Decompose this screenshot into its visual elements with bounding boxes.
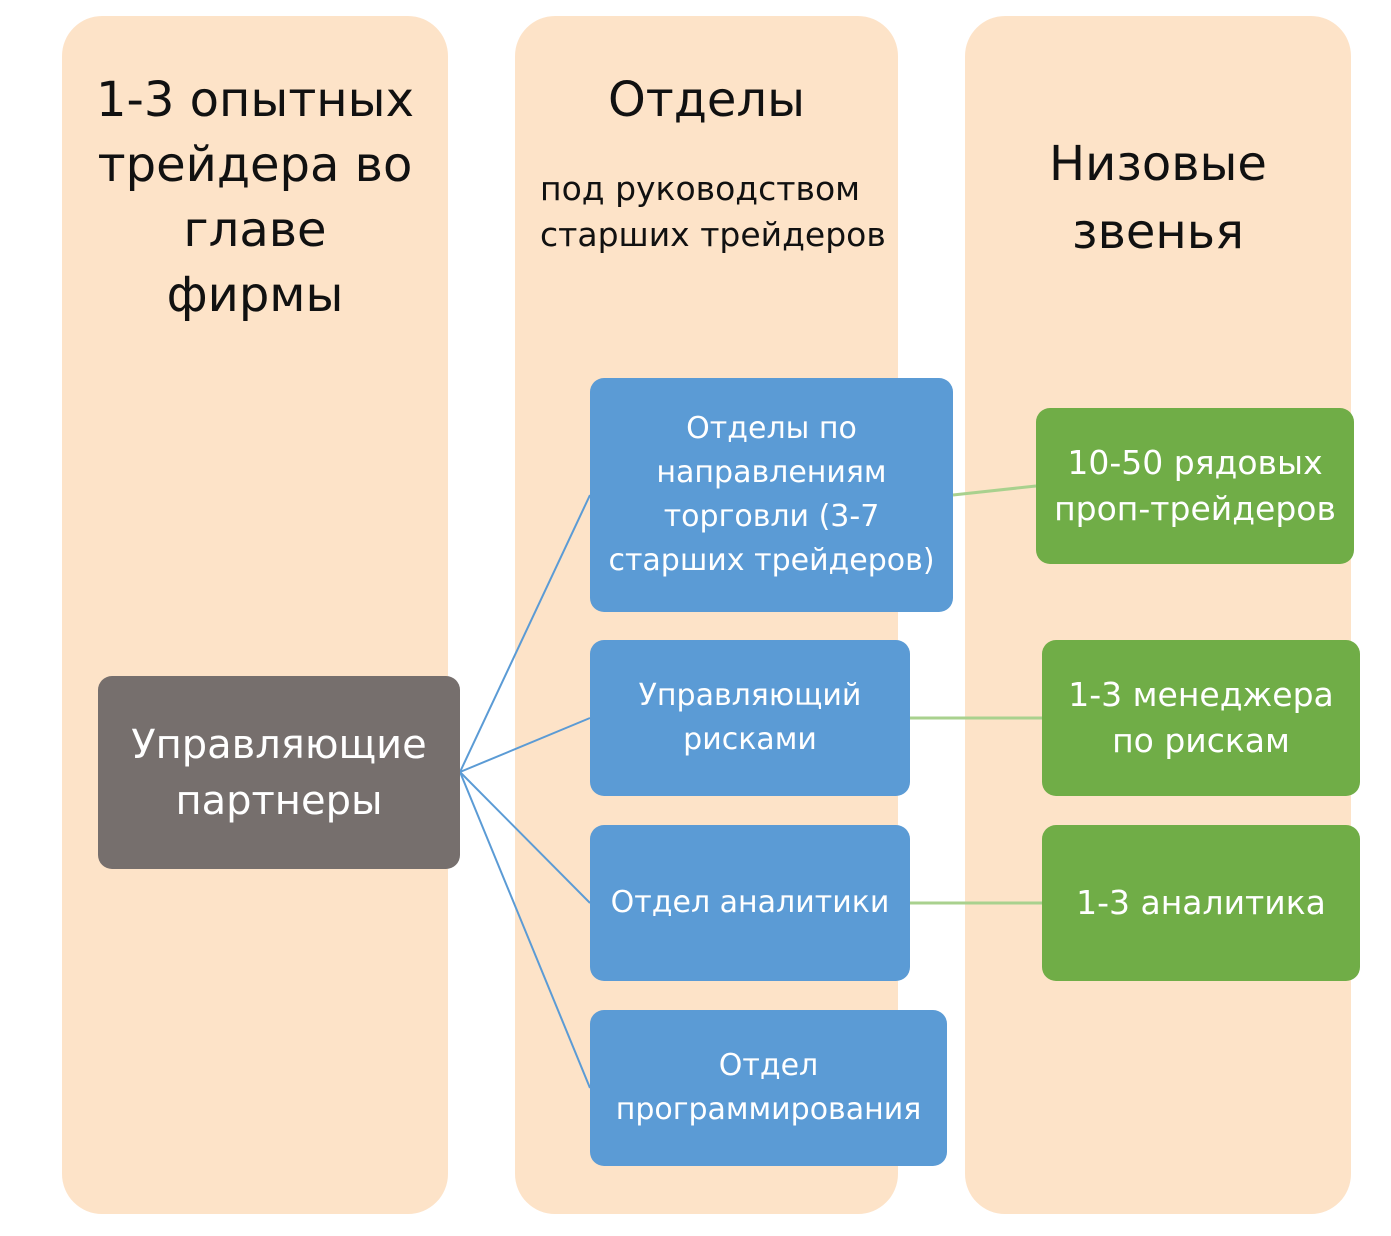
node-prop-traders: 10-50 рядовых проп-трейдеров bbox=[1036, 408, 1354, 564]
connector-partners-trading bbox=[459, 494, 591, 773]
connector-trading-traders bbox=[952, 484, 1037, 497]
node-trading-departments: Отделы по направлениям торговли (3-7 ста… bbox=[590, 378, 953, 612]
node-programming-department: Отдел программирования bbox=[590, 1010, 947, 1166]
node-analytics-department: Отдел аналитики bbox=[590, 825, 910, 981]
node-risk-manager: Управляющий рисками bbox=[590, 640, 910, 796]
column-title-base: Низовые звенья bbox=[1049, 136, 1267, 260]
connector-partners-risk bbox=[459, 717, 591, 773]
partner-connectors bbox=[459, 494, 591, 1089]
column-base bbox=[965, 16, 1351, 1214]
column-title-departments: Отделы bbox=[607, 72, 806, 128]
node-managing-partners: Управляющие партнеры bbox=[98, 676, 460, 869]
node-risk-managers: 1-3 менеджера по рискам bbox=[1042, 640, 1360, 796]
base-connectors bbox=[910, 484, 1042, 905]
column-leadership bbox=[62, 16, 448, 1214]
node-analysts: 1-3 аналитика bbox=[1042, 825, 1360, 981]
connector-partners-analytics bbox=[459, 771, 591, 904]
column-title-leadership: 1-3 опытных трейдера во главе фирмы bbox=[96, 72, 414, 323]
column-subtitle-departments: под руководством старших трейдеров bbox=[540, 169, 886, 254]
connector-partners-programming bbox=[459, 771, 591, 1089]
